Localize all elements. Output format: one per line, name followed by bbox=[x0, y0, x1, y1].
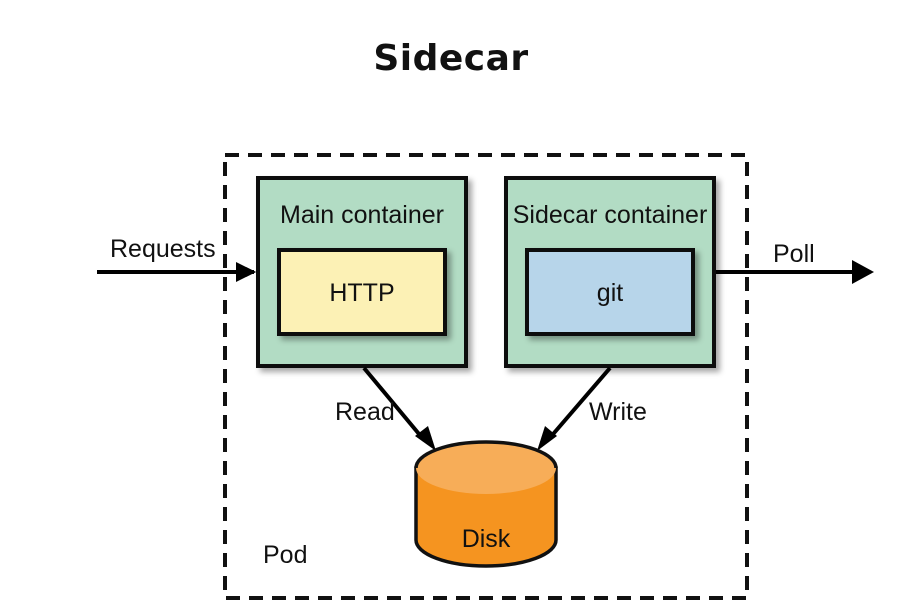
main-container-label: Main container bbox=[280, 201, 444, 229]
write-label: Write bbox=[589, 398, 647, 426]
requests-label: Requests bbox=[110, 235, 216, 263]
disk-cylinder: Disk bbox=[414, 440, 558, 568]
git-label: git bbox=[597, 279, 623, 307]
read-label: Read bbox=[335, 398, 395, 426]
pod-boundary bbox=[223, 153, 749, 600]
poll-label: Poll bbox=[773, 240, 815, 268]
main-container: Main container HTTP bbox=[256, 176, 468, 368]
sidecar-container-label: Sidecar container bbox=[513, 201, 708, 229]
http-label: HTTP bbox=[329, 279, 394, 307]
git-box bbox=[525, 248, 695, 336]
poll-arrowhead bbox=[852, 260, 874, 284]
disk-label: Disk bbox=[462, 525, 511, 553]
http-box bbox=[277, 248, 447, 336]
read-arrow bbox=[362, 366, 426, 442]
diagram-title: Sidecar bbox=[373, 38, 529, 79]
requests-arrowhead bbox=[236, 262, 256, 282]
pod-label: Pod bbox=[263, 541, 307, 569]
write-arrow bbox=[546, 366, 612, 442]
write-arrowhead bbox=[537, 426, 557, 451]
read-arrowhead bbox=[415, 426, 436, 451]
sidecar-container: Sidecar container git bbox=[504, 176, 716, 368]
